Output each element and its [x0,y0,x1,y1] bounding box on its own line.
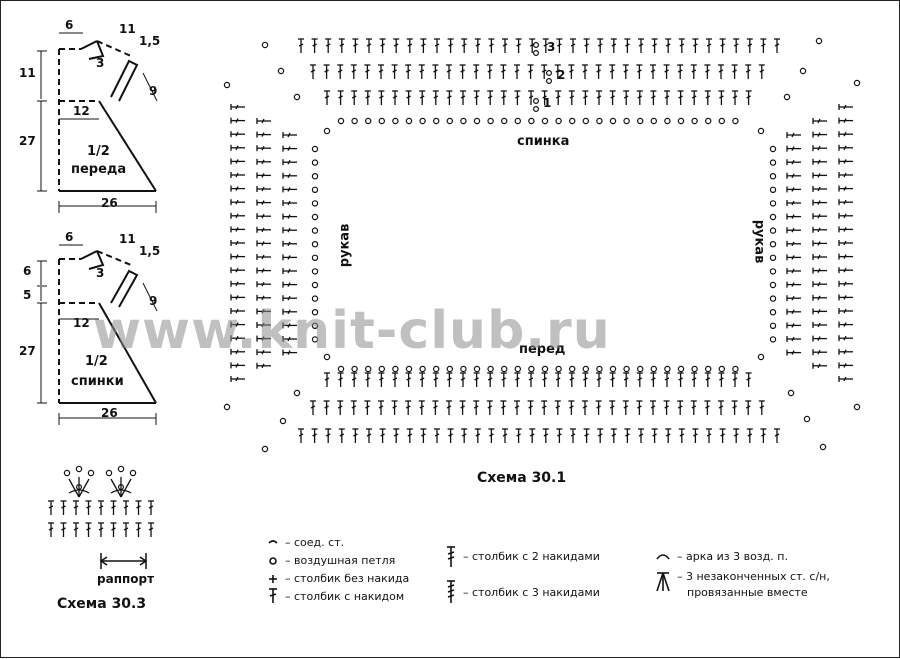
front-pattern-outline [58,40,157,192]
legend-dc: – столбик с накидом [285,590,405,603]
chain-symbol [269,557,277,565]
tr-symbol [447,546,455,567]
legend-cluster-2: провязанные вместе [687,586,808,599]
back-dimension-lines [37,244,158,425]
label-sleeve-left: рукав [337,223,353,268]
label-back: спинка [517,134,570,149]
back-dim-6: 6 [65,230,74,244]
legend-symbols [268,540,670,603]
front-dim-1-5: 1,5 [139,34,161,48]
front-dim-9: 9 [149,84,158,98]
row-number-2: 2 [557,68,566,82]
scheme-30-3-stitches [48,465,154,537]
front-half-label-2: переда [71,162,127,177]
back-dim-11-top: 11 [119,232,136,246]
arch-symbol [656,554,670,560]
label-front: перед [519,342,566,357]
cluster-symbol [656,572,670,592]
sc-symbol [269,575,277,583]
label-sleeve-right: рукав [751,219,767,264]
front-dim-27: 27 [19,134,36,148]
back-dim-26: 26 [101,406,118,420]
legend-chain: – воздушная петля [285,554,396,567]
front-dim-12: 12 [73,104,90,118]
back-half-label-2: спинки [71,374,124,389]
front-dim-11-left: 11 [19,66,36,80]
legend-sc: – столбик без накида [285,572,410,585]
legend-tr: – столбик с 2 накидами [463,550,600,563]
front-dim-26: 26 [101,196,118,210]
back-dim-1-5: 1,5 [139,244,161,258]
dtr-symbol [447,580,455,603]
legend-slip-stitch: – соед. ст. [285,536,345,549]
scheme-30-1-stitches [223,37,861,453]
back-half-label-1: 1/2 [85,354,108,369]
front-dim-3: 3 [96,56,105,70]
front-half-label-1: 1/2 [87,144,110,159]
watermark-text: www.knit-club.ru [93,301,611,361]
front-dim-6: 6 [65,18,74,32]
back-dim-12: 12 [73,316,90,330]
back-pattern-outline [58,250,157,404]
front-dim-11-top: 11 [119,22,136,36]
scheme-30-1-title: Схема 30.1 [477,470,567,486]
legend-cluster-1: – 3 незаконченных ст. с/н, [677,570,830,583]
row-number-3: 3 [547,40,556,54]
dc-symbol [269,588,277,603]
back-dim-3: 3 [96,266,105,280]
slip-stitch-symbol [268,540,278,544]
back-dim-9: 9 [149,294,158,308]
scheme-30-3-title: Схема 30.3 [57,596,147,612]
front-dimension-lines [37,32,158,213]
back-dim-6-left: 6 [23,264,32,278]
repeat-label: раппорт [97,572,155,586]
row-number-1: 1 [543,96,552,110]
back-dim-5-left: 5 [23,288,32,302]
repeat-bracket [99,553,148,569]
back-dim-27: 27 [19,344,36,358]
legend-dtr: – столбик с 3 накидами [463,586,600,599]
legend-arch: – арка из 3 возд. п. [677,550,788,563]
